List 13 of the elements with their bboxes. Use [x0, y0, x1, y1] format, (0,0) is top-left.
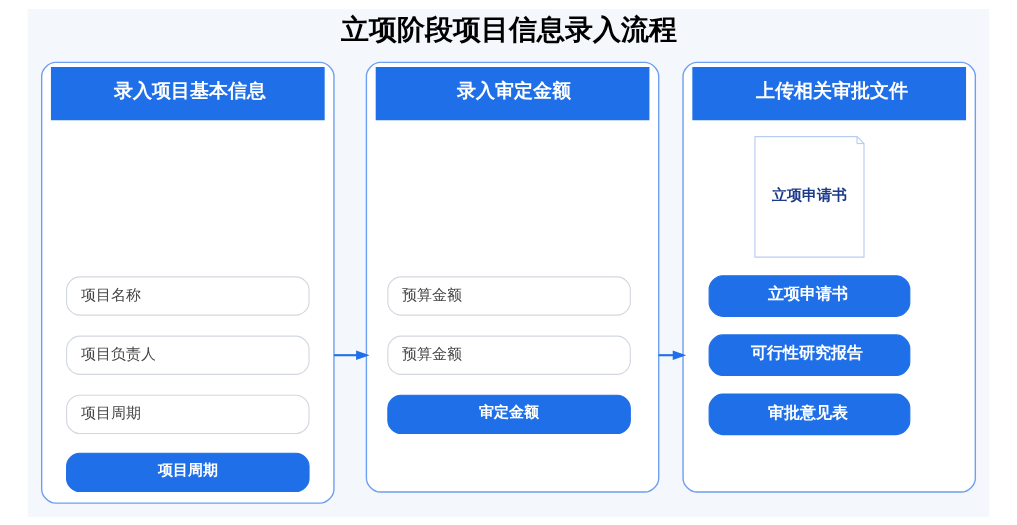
node-box: 项目周期	[66, 394, 310, 434]
node-box: 预算金额	[387, 335, 631, 375]
node-box: 项目周期	[66, 452, 310, 492]
node-box: 可行性研究报告	[708, 333, 911, 376]
node-box: 审定金额	[387, 394, 631, 434]
diagram-title: 立项阶段项目信息录入流程	[340, 12, 677, 46]
node-box: 审批意见表	[708, 393, 911, 435]
node-box: 项目负责人	[66, 335, 310, 375]
arrow	[658, 350, 687, 360]
arrow	[333, 350, 370, 360]
node-box: 立项申请书	[708, 274, 911, 317]
node-box: 项目名称	[66, 275, 310, 316]
node-box: 预算金额	[387, 275, 631, 316]
